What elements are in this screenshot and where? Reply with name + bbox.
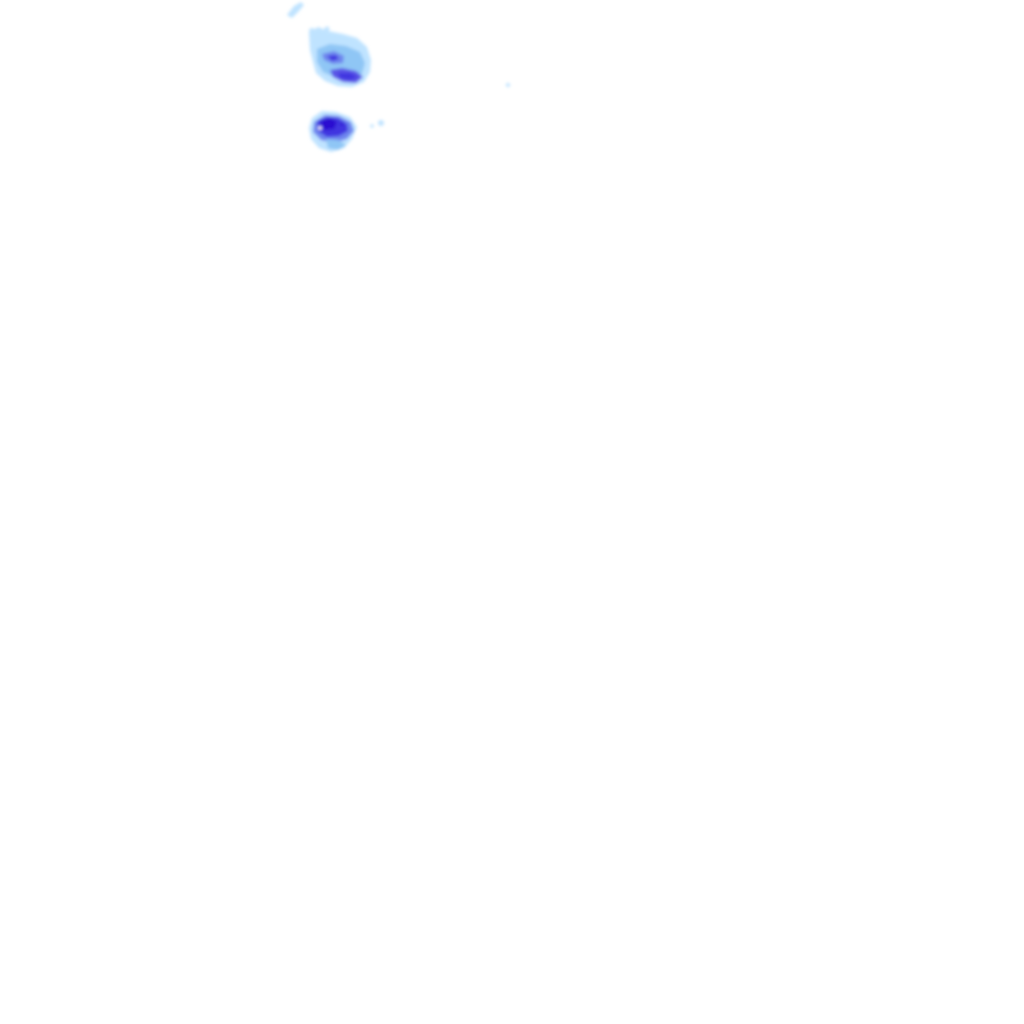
radar-echo-cell-lower (309, 111, 357, 152)
radar-echo-cell-upper (309, 26, 371, 87)
radar-echo-fragment-top (287, 2, 304, 18)
radar-echo-specks (370, 83, 510, 128)
